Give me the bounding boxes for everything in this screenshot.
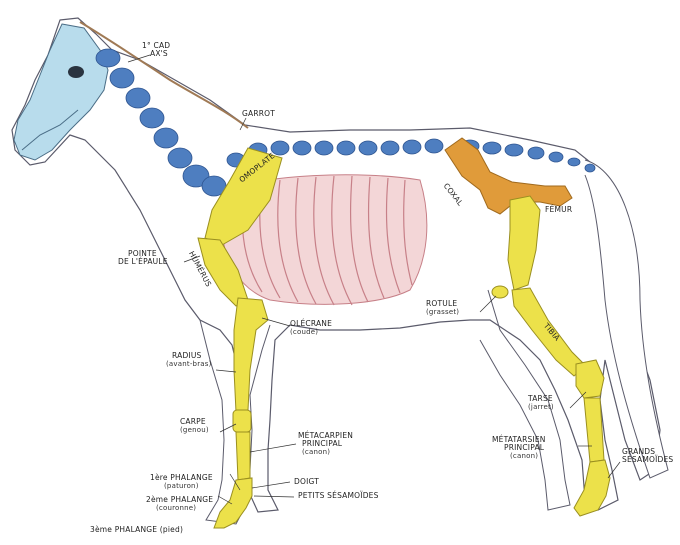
label-grands-sesamoides: GRANDS SÉSAMOÏDES <box>622 448 673 464</box>
label-doigt: DOIGT <box>294 478 319 486</box>
hind-phalanges <box>574 460 610 516</box>
label-olecrane-line1: OLÉCRANE <box>290 319 332 328</box>
patella-bone <box>492 286 508 298</box>
label-atlas-line2: AX'S <box>142 49 168 58</box>
label-pointe-line2: DE L'ÉPAULE <box>118 257 168 266</box>
label-phalange2-line2: (couronne) <box>146 504 213 512</box>
label-rotule-line1: ROTULE <box>426 299 457 308</box>
label-femur: FÉMUR <box>545 206 572 214</box>
front-phalanges <box>214 478 252 528</box>
label-metatarsien: MÉTATARSIEN PRINCIPAL (canon) <box>492 436 546 460</box>
label-atlas-axis: 1° CAD AX'S <box>142 42 170 58</box>
label-phalange1-line1: 1ère PHALANGE <box>150 473 213 482</box>
label-petits-sesamoides: PETITS SÉSAMOÏDES <box>298 492 379 500</box>
label-phalange1: 1ère PHALANGE (paturon) <box>150 474 213 490</box>
label-phalange2: 2ème PHALANGE (couronne) <box>146 496 213 512</box>
label-tarse-line2: (jarret) <box>528 403 554 411</box>
label-grands-line2: SÉSAMOÏDES <box>622 455 673 464</box>
label-phalange1-line2: (paturon) <box>150 482 213 490</box>
eye-socket <box>68 66 84 78</box>
label-radius-line1: RADIUS <box>166 351 201 360</box>
label-metacarpien-line2: PRINCIPAL <box>298 439 342 448</box>
metacarpus-bone <box>236 432 250 480</box>
label-olecrane-line2: (coude) <box>290 328 332 336</box>
label-garrot: GARROT <box>242 110 275 118</box>
label-carpe-line2: (genou) <box>180 426 209 434</box>
label-carpe: CARPE (genou) <box>180 418 209 434</box>
label-metacarpien-line3: (canon) <box>298 448 353 456</box>
label-tarse-line1: TARSE <box>528 394 553 403</box>
label-phalange3: 3ème PHALANGE (pied) <box>90 526 183 534</box>
label-phalange2-line1: 2ème PHALANGE <box>146 495 213 504</box>
label-radius-line2: (avant-bras) <box>166 360 212 368</box>
label-metatarsien-line2: PRINCIPAL <box>492 443 544 452</box>
label-rotule: ROTULE (grasset) <box>426 300 459 316</box>
label-metacarpien: MÉTACARPIEN PRINCIPAL (canon) <box>298 432 353 456</box>
label-metatarsien-line3: (canon) <box>492 452 546 460</box>
label-tarse: TARSE (jarret) <box>528 395 554 411</box>
label-radius: RADIUS (avant-bras) <box>166 352 212 368</box>
label-carpe-line1: CARPE <box>180 417 206 426</box>
label-olecrane: OLÉCRANE (coude) <box>290 320 332 336</box>
label-rotule-line2: (grasset) <box>426 308 459 316</box>
carpus-bone <box>233 410 251 432</box>
label-pointe-epaule: POINTE DE L'ÉPAULE <box>118 250 168 266</box>
